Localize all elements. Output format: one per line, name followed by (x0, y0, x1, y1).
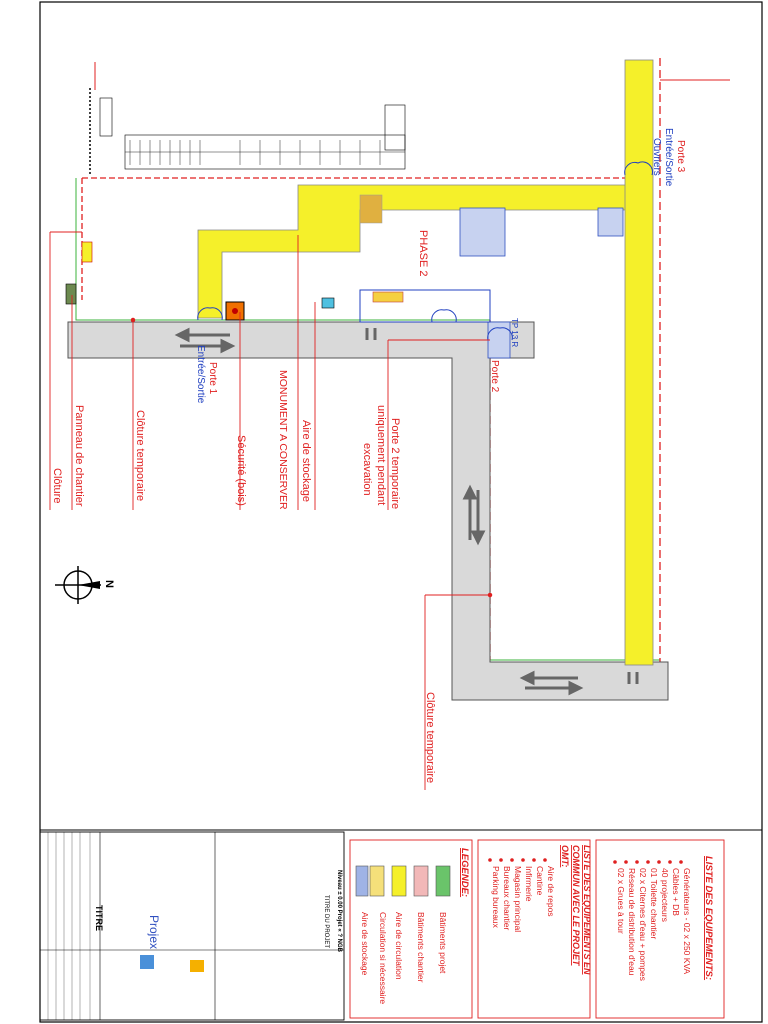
callout-cloture-temp-2: Clôture temporaire (424, 692, 436, 783)
equipements-bullets (613, 860, 683, 864)
list-item: Générateurs - 02 x 250 KVA (682, 868, 692, 974)
legend-label: Aire de circulation (394, 912, 404, 980)
titre: TITRE (94, 905, 104, 931)
callout-aire-stockage: Aire de stockage (300, 420, 312, 502)
list-item: Bureaux chantier (502, 866, 512, 930)
legende-box (349, 839, 473, 1019)
traffic-arrows (174, 327, 639, 696)
title-block-rows (47, 832, 91, 1020)
site-boundary-red (81, 177, 640, 300)
commun-box (477, 839, 591, 1019)
label-porte3: Porte 3 (675, 140, 686, 173)
list-item: 01 Toilette chantier (649, 868, 659, 939)
callout-porte2-temp-2: uniquement pendant (375, 405, 387, 505)
commun-title-2: COMMUN AVEC LE PROJET (571, 845, 581, 967)
circulation-area (197, 184, 629, 319)
commun-title-3: OMT: (560, 845, 570, 867)
access-road (67, 321, 669, 701)
callout-securite: Sécurité (bois) (235, 435, 247, 506)
label-porte1: Porte 1 (207, 362, 218, 395)
list-item: 02 x Citernes d'eau + pompes (638, 868, 648, 981)
title-block (39, 831, 345, 1021)
gate-2-swing (431, 309, 457, 323)
niveau: Niveau ± 0.00 Projet « ? NGB (336, 870, 342, 953)
north-label: N (103, 580, 115, 588)
label-porte1-sub: Entrée/Sortie (195, 345, 206, 404)
north-arrow-icon (55, 566, 101, 604)
commun-title-1: LISTE DES EQUIPEMENTS EN (582, 845, 592, 975)
legend-label: Aire de stockage (360, 912, 370, 976)
label-porte3-sub1: Entrée/Sortie (663, 128, 674, 187)
list-item: Infirmerie (524, 866, 534, 902)
firm-logo: Projex (147, 915, 161, 949)
existing-buildings (89, 88, 406, 175)
monument-dot (232, 308, 238, 314)
building-hatching (125, 140, 405, 165)
legende-title: LEGENDE: (459, 848, 470, 897)
site-boundary-green (75, 178, 660, 661)
gate-3-swing (624, 161, 653, 176)
legend-swatch (355, 865, 369, 897)
commun-bullets (488, 858, 547, 862)
legend-label: Bâtiments projet (438, 912, 448, 974)
legend-label: Circulation si nécessaire (378, 912, 388, 1004)
gate-2b-swing (487, 327, 513, 341)
fence-sign (81, 241, 93, 263)
legend-label: Bâtiments chantier (416, 912, 426, 983)
commun-list: Aire de repos Cantine Infirmerie Magasin… (491, 866, 556, 932)
gate-1-swing (197, 307, 223, 321)
list-item: Magasin principal (513, 866, 523, 932)
callout-monument: MONUMENT A CONSERVER (277, 370, 289, 510)
logo-icon (140, 955, 204, 972)
equipements-title: LISTE DES EQUIPEMENTS: (703, 856, 714, 980)
legend-swatch (413, 865, 429, 897)
storage-area-2 (597, 207, 624, 237)
work-zone-outline (359, 289, 491, 323)
page-frame (39, 1, 763, 1023)
callout-porte2-temp-3: excavation (361, 443, 373, 496)
security-marker (321, 297, 335, 309)
label-porte2: Porte 2 (489, 360, 500, 393)
list-item: 40 projecteurs (660, 868, 670, 922)
callout-leaders (49, 231, 493, 790)
titre-projet: TITRE DU PROJET (323, 895, 329, 948)
callout-porte2-temp-1: Porte 2 temporaire (389, 418, 401, 509)
equipements-box (595, 839, 725, 1019)
storage-area-1 (459, 207, 506, 257)
legend-swatch (435, 865, 451, 897)
panel-sign (65, 283, 77, 305)
label-porte3-sub2: Ouvriers (651, 138, 662, 176)
boundary-top (94, 62, 730, 90)
list-item: Câbles + DB (671, 868, 681, 916)
label-phase2: PHASE 2 (417, 230, 429, 276)
callout-panneau: Panneau de chantier (73, 405, 85, 507)
legende-labels: Bâtiments projet Bâtiments chantier Aire… (360, 912, 448, 1004)
list-item: Cantine (535, 866, 545, 896)
small-storage (372, 291, 404, 303)
legende-swatches (355, 865, 451, 897)
circulation-hatch (359, 194, 383, 224)
label-porte2-tag: TP 13 R (510, 318, 519, 347)
legend-swatch (369, 865, 385, 897)
callout-cloture: Clôture (51, 468, 63, 503)
equipements-list: Générateurs - 02 x 250 KVA Câbles + DB 4… (616, 868, 692, 981)
callout-cloture-temp: Clôture temporaire (134, 410, 146, 501)
list-item: Réseau de distribution d'eau (627, 868, 637, 976)
list-item: 02 x Grues à tour (616, 868, 626, 934)
list-item: Parking bureaux (491, 866, 501, 929)
circulation-east (624, 59, 654, 666)
legend-swatch (391, 865, 407, 897)
list-item: Aire de repos (546, 866, 556, 917)
